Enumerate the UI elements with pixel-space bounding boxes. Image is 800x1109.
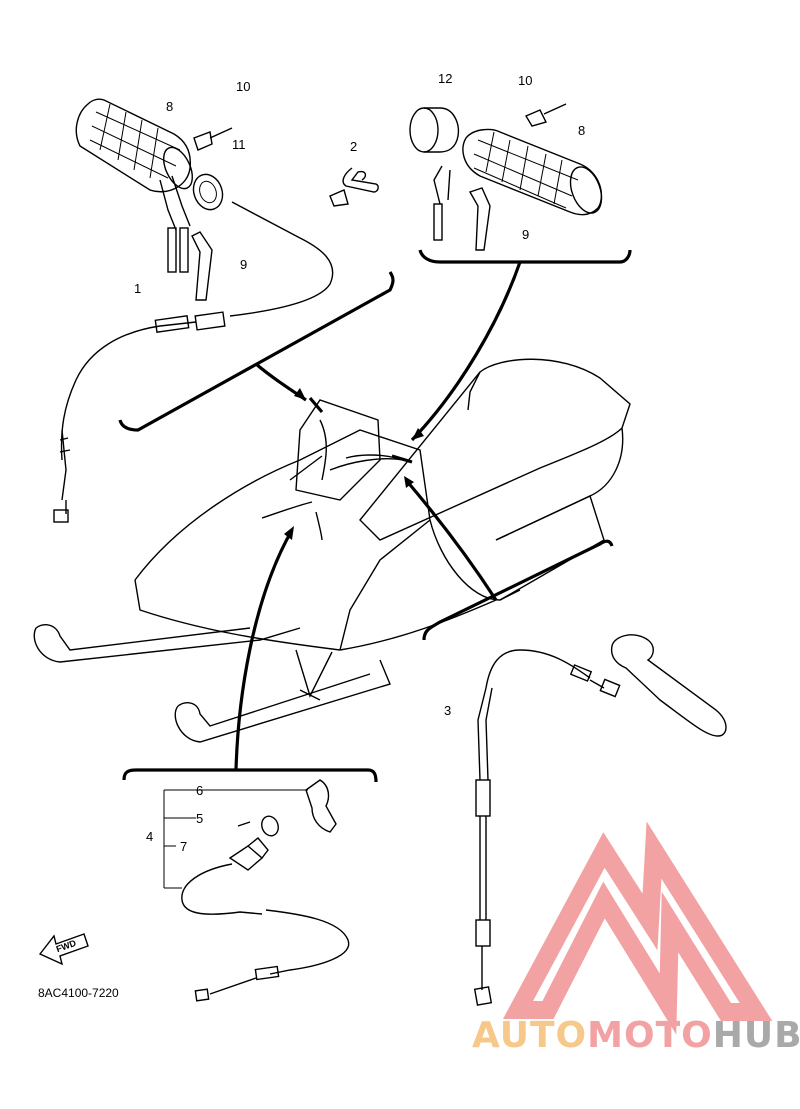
label-part-1: 1 — [134, 281, 142, 296]
label-part-12: 12 — [438, 71, 453, 86]
label-part-6: 6 — [196, 783, 204, 798]
label-part-5: 5 — [196, 811, 204, 826]
watermark-text-auto: AUTO — [472, 1015, 588, 1056]
switch-assembly — [163, 779, 350, 1002]
label-part-2: 2 — [350, 139, 358, 154]
label-part-8-left: 8 — [166, 99, 174, 114]
label-part-3: 3 — [444, 703, 452, 718]
clip-part-2 — [342, 167, 379, 193]
label-part-10-left: 10 — [236, 79, 251, 94]
label-part-9-left: 9 — [240, 257, 248, 272]
label-part-10-right: 10 — [518, 73, 533, 88]
label-part-7: 7 — [180, 839, 188, 854]
callout-frames — [118, 249, 632, 783]
watermark-text: AUTOMOTOHUB — [472, 1018, 800, 1054]
installed-grips — [308, 396, 324, 414]
label-part-11: 11 — [232, 137, 246, 152]
watermark-text-moto: MOTO — [587, 1015, 713, 1056]
watermark-logo-icon — [502, 821, 773, 1035]
label-part-4: 4 — [146, 829, 154, 844]
label-part-8-right: 8 — [578, 123, 586, 138]
snowmobile — [33, 358, 631, 743]
diagram-code: 8AC4100-7220 — [38, 986, 119, 1000]
right-grip-assembly — [409, 103, 603, 251]
label-part-9-right: 9 — [522, 227, 530, 242]
brake-cable-assembly — [473, 634, 727, 1006]
left-grip-assembly — [53, 98, 334, 523]
fwd-arrow-icon — [38, 933, 89, 966]
watermark-text-hub: HUB — [712, 1015, 800, 1056]
